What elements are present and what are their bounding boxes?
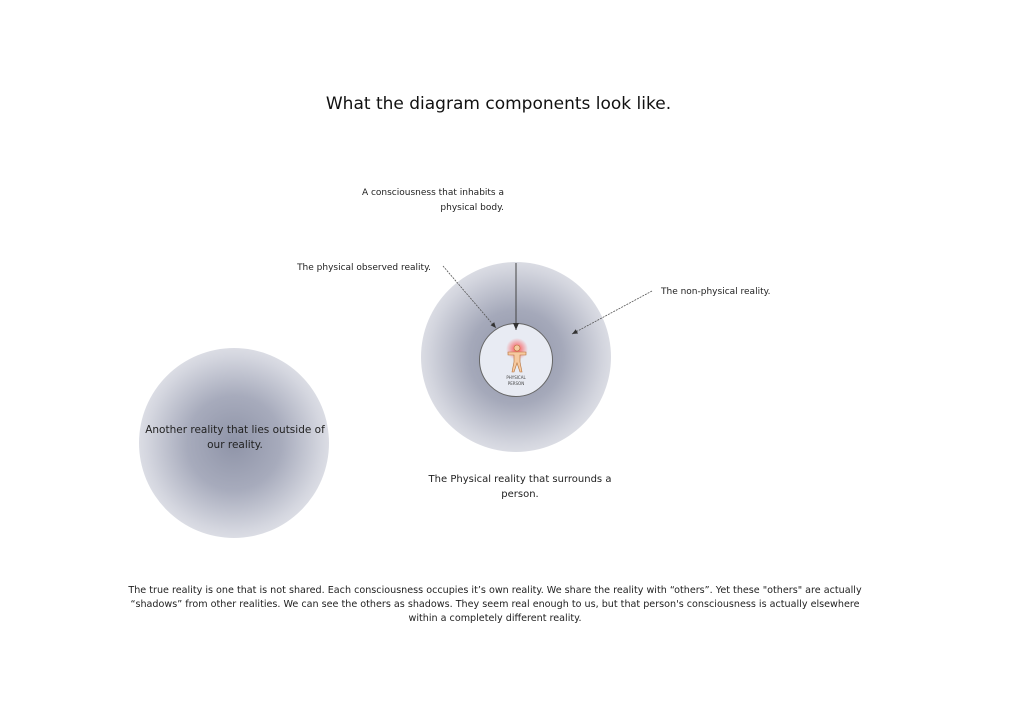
arrow-non-physical	[571, 290, 653, 335]
physical-person-label: PHYSICAL PERSON	[494, 375, 538, 387]
person-label-line2: PERSON	[507, 381, 525, 386]
arrow-observed	[442, 265, 497, 329]
another-reality-label: Another reality that lies outside of our…	[145, 424, 325, 451]
consciousness-label: A consciousness that inhabits a physical…	[361, 188, 504, 213]
non-physical-reality-label: The non-physical reality.	[661, 287, 771, 297]
caption-text: The true reality is one that is not shar…	[128, 585, 862, 624]
person-icon	[507, 344, 527, 373]
physical-reality-label: The Physical reality that surrounds a pe…	[428, 474, 612, 500]
diagram-title: What the diagram components look like.	[325, 94, 672, 114]
person-label-line1: PHYSICAL	[506, 375, 526, 380]
observed-reality-label: The physical observed reality.	[297, 263, 431, 273]
another-reality-circle	[139, 348, 329, 538]
